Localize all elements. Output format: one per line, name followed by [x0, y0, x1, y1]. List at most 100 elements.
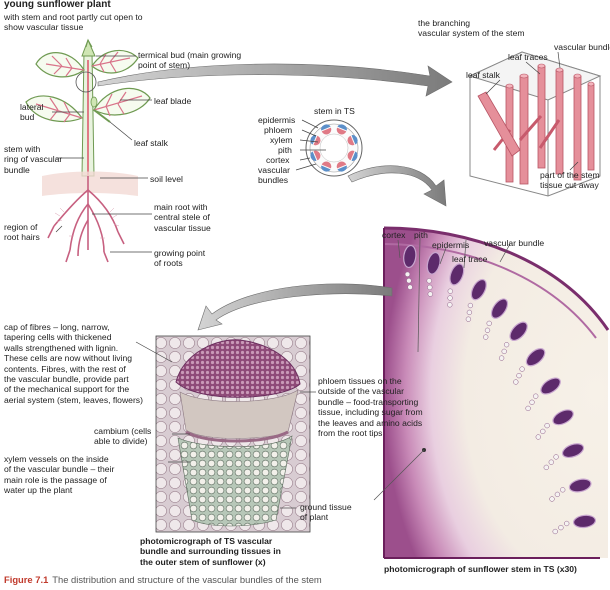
photo-xylem-cell — [519, 366, 525, 372]
label-photo-pith: pith — [414, 230, 428, 240]
label-root-hairs: region of root hairs — [4, 222, 40, 243]
3d-leader-lines — [485, 51, 579, 171]
photo-vascular-bundles — [403, 244, 597, 535]
photo-bundle — [449, 263, 465, 286]
label-cambium: cambium (cells able to divide) — [94, 426, 152, 447]
label-leaf-traces: leaf traces — [508, 52, 548, 62]
label-cap-of-fibres: cap of fibres – long, narrow, tapering c… — [4, 322, 143, 405]
stem-vascular-strand — [87, 60, 89, 176]
figure-caption-text: The distribution and structure of the va… — [52, 574, 322, 585]
photo-xylem-cell — [525, 405, 531, 412]
photo-xylem-cell — [558, 524, 564, 531]
arrow-to-stem-photo — [347, 165, 447, 207]
root-system — [47, 176, 125, 263]
label-stem-photo-caption: photomicrograph of sunflower stem in TS … — [384, 564, 577, 574]
arrow-to-3d-stem — [97, 63, 453, 97]
figure-number: Figure 7.1 — [4, 574, 49, 585]
photo-xylem-cell — [544, 422, 550, 429]
photo-xylem-cell — [503, 342, 510, 348]
stem-ts-photomicrograph — [383, 226, 610, 559]
label-cut-away: part of the stem tissue cut away — [540, 170, 600, 191]
photo-xylem-cell — [535, 434, 541, 440]
ts-bundle — [310, 135, 321, 146]
photo-xylem-cell — [543, 464, 549, 471]
photo-xylem-cell — [407, 284, 413, 290]
photo-xylem-cell — [447, 295, 453, 301]
ts-bundle — [347, 150, 358, 161]
photo-bundle — [470, 278, 487, 301]
label-leaf-blade: leaf blade — [154, 96, 192, 106]
photo-leader-lines — [373, 237, 511, 501]
label-growing-point-roots: growing point of roots — [154, 248, 206, 269]
plant-title: young sunflower plant — [4, 0, 111, 10]
photo-xylem-cell — [513, 379, 519, 385]
terminal-bud-highlight — [75, 71, 97, 93]
label-stem-in-ts: stem in TS — [314, 106, 355, 116]
label-soil-level: soil level — [150, 174, 183, 184]
photo-xylem-cell — [564, 520, 570, 527]
photo-xylem-cell — [501, 348, 507, 355]
label-xylem: xylem — [270, 135, 293, 145]
label-main-root: main root with central stele of vascular… — [154, 202, 211, 233]
ts-leader-lines — [295, 119, 326, 171]
plant-subtitle: with stem and root partly cut open to sh… — [4, 12, 143, 33]
photo-xylem-cell — [483, 334, 489, 340]
photo-bundle — [509, 321, 528, 342]
photo-xylem-cell — [427, 291, 433, 297]
photo-bundle — [568, 478, 592, 493]
label-epidermis: epidermis — [258, 115, 296, 125]
leaf-stalk — [93, 109, 111, 123]
photo-xylem-cell — [467, 302, 474, 309]
label-photo-epidermis: epidermis — [432, 240, 470, 250]
photo-xylem-cell — [533, 393, 539, 399]
photo-xylem-cell — [498, 355, 505, 361]
photo-xylem-cell — [404, 271, 411, 277]
photo-xylem-cell — [549, 496, 555, 502]
ts-bundle — [347, 135, 358, 146]
stem-ts-diagram — [305, 119, 363, 177]
photo-xylem-cell — [406, 278, 412, 284]
photo-xylem-cell — [529, 399, 535, 405]
photo-bundle — [426, 251, 441, 275]
phloem-region — [179, 389, 299, 439]
label-stem-ring: stem with ring of vascular bundle — [4, 144, 63, 175]
root-hairs — [54, 207, 120, 239]
photo-xylem-cell — [426, 278, 432, 284]
label-vascular-bundles-3d: vascular bundles — [554, 42, 610, 52]
photo-xylem-cell — [447, 302, 453, 308]
lower-left-leaf — [25, 95, 83, 123]
branching-vascular-system-3d — [468, 51, 602, 197]
photo-xylem-cell — [486, 320, 492, 327]
photo-xylem-cell — [427, 284, 433, 291]
micrograph-leader-lines — [135, 341, 316, 509]
label-photo-leaf-trace: leaf trace — [452, 254, 488, 264]
photo-xylem-cell — [447, 288, 453, 294]
label-photo-vascular-bundle: vascular bundle — [484, 238, 545, 248]
label-leaf-stalk: leaf stalk — [134, 138, 168, 148]
label-terminal-bud: termical bud (main growing point of stem… — [138, 50, 242, 71]
fibre-cap — [175, 339, 301, 398]
label-phloem-desc: phloem tissues on the outside of the vas… — [318, 376, 423, 439]
ts-bundle — [321, 161, 332, 172]
photo-bundle — [561, 443, 585, 459]
photo-xylem-cell — [540, 428, 546, 435]
photo-bundle — [552, 409, 574, 426]
cambium-band — [185, 430, 289, 443]
label-leaf-stalk-3d: leaf stalk — [466, 70, 500, 80]
label-micrograph-caption: photomicrograph of TS vascular bundle an… — [140, 536, 281, 567]
photo-xylem-cell — [465, 316, 472, 322]
soil-band — [42, 171, 138, 196]
photo-xylem-cell — [548, 459, 554, 465]
label-cortex: cortex — [266, 155, 290, 165]
photo-bundle — [572, 514, 597, 529]
label-ground-tissue: ground tissue of plant — [300, 502, 352, 523]
3d-leaf-stalk — [477, 91, 521, 157]
ts-bundle — [336, 161, 347, 172]
terminal-bud — [81, 38, 96, 57]
photo-bundle — [403, 244, 417, 269]
label-photo-cortex: cortex — [382, 230, 406, 240]
ts-bundle — [310, 150, 321, 161]
ts-vascular-bundles — [310, 124, 358, 172]
photo-bundle — [540, 377, 561, 395]
